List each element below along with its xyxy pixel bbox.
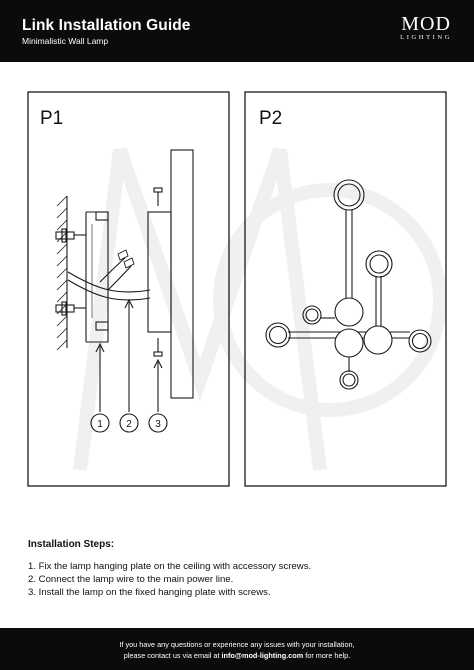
callout-label-2: 2 (126, 419, 132, 430)
page-title: Link Installation Guide (22, 17, 191, 34)
panel-p2-frame (244, 91, 447, 487)
brand-logo: MOD LIGHTING (400, 14, 452, 42)
lamp-body (170, 149, 194, 399)
ring-top (333, 179, 365, 211)
mount-screw-bottom (153, 338, 163, 357)
footer-email-link[interactable]: info@mod-lighting.com (221, 651, 304, 660)
panel-p2-label: P2 (259, 108, 282, 129)
callout-arrows (95, 298, 163, 412)
wall-hatch (56, 195, 68, 351)
globe-right (363, 325, 393, 355)
connector-wire (99, 257, 126, 283)
step-1: 1. Fix the lamp hanging plate on the cei… (28, 561, 312, 572)
footer-suffix: for more help. (303, 651, 351, 660)
panel-p1-frame (27, 91, 230, 487)
wire-terminals (117, 249, 135, 269)
header-bar: Link Installation Guide Minimalistic Wal… (0, 0, 474, 62)
power-cable (67, 271, 151, 293)
watermark-logo (73, 147, 447, 471)
p2-lamp-front-view (265, 179, 432, 390)
logo-sub-text: LIGHTING (400, 34, 452, 41)
globe-lower (334, 328, 364, 358)
wall-screw-top (55, 228, 86, 243)
mount-screw-top (153, 187, 163, 206)
ring-left (265, 322, 291, 348)
callout-label-3: 3 (155, 419, 161, 430)
footer-line-1: If you have any questions or experience … (119, 640, 355, 649)
step-2: 2. Connect the lamp wire to the main pow… (28, 574, 234, 585)
step-3: 3. Install the lamp on the fixed hanging… (28, 587, 271, 598)
ring-right (408, 329, 432, 353)
panel-p1-label: P1 (40, 108, 63, 129)
footer-bar: If you have any questions or experience … (0, 628, 474, 670)
callout-circle-3 (148, 413, 168, 433)
footer-line-2: please contact us via email at info@mod-… (0, 651, 474, 660)
footer-prefix: please contact us via email at (123, 651, 222, 660)
p1-wall-mount-diagram (55, 149, 194, 433)
globe-upper (334, 297, 364, 327)
steps-heading: Installation Steps: (28, 539, 115, 550)
wall-screw-bottom (55, 301, 86, 316)
steps-list: 1. Fix the lamp hanging plate on the cei… (28, 560, 311, 599)
callout-label-1: 1 (97, 419, 103, 430)
ring-bottom (339, 370, 359, 390)
callout-circle-1 (90, 413, 110, 433)
page-subtitle: Minimalistic Wall Lamp (22, 36, 109, 46)
ring-right-upper (365, 250, 393, 278)
callout-circle-2 (119, 413, 139, 433)
ring-small-left (302, 305, 322, 325)
logo-main-text: MOD (401, 13, 451, 35)
hanging-plate-bracket (85, 211, 109, 343)
